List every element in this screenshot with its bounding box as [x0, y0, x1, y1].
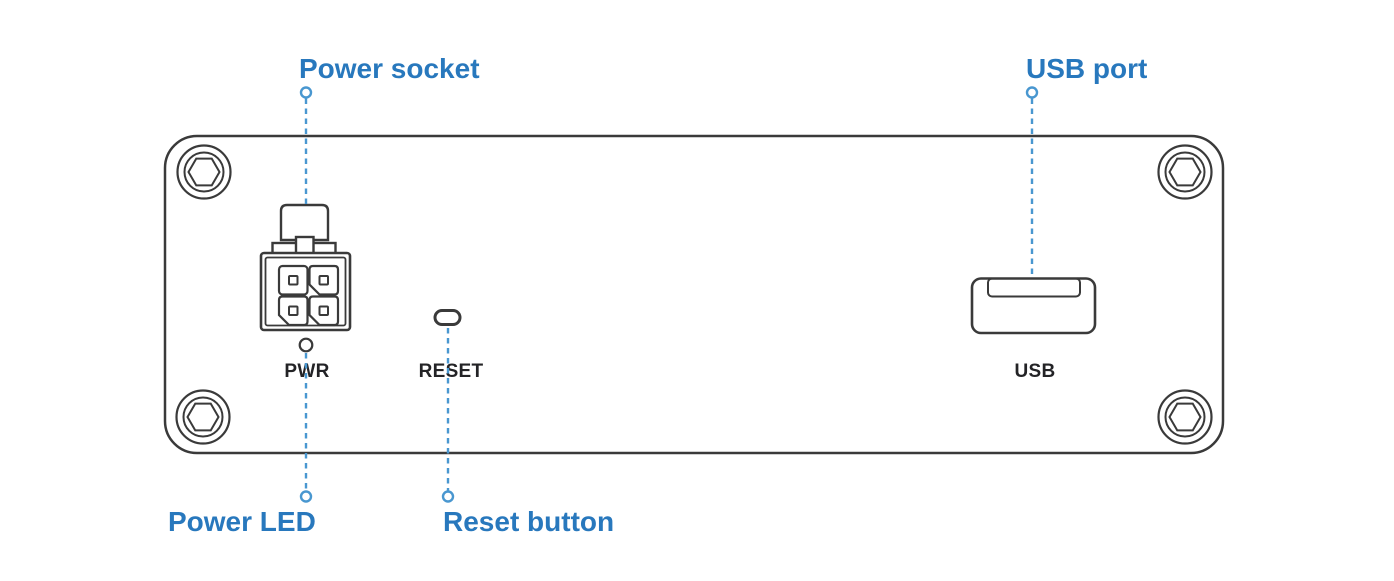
power-socket-connector-icon [259, 203, 352, 332]
pin-1 [288, 275, 299, 286]
usb-port-callout-label: USB port [1026, 53, 1148, 84]
usb-port-leader-dot [1025, 86, 1039, 99]
power-socket-callout-label: Power socket [299, 53, 480, 84]
pin-socket-3 [277, 295, 309, 327]
reset-button-callout-label: Reset button [443, 506, 615, 537]
pin-socket-4 [308, 295, 340, 327]
reset-button-leader-dot [441, 490, 455, 503]
power-socket-latch-neck [294, 235, 315, 256]
usb-panel-label: USB [1014, 361, 1056, 382]
power-led-leader-dot [299, 490, 313, 503]
pin-4 [318, 305, 329, 316]
pin-socket-2 [308, 264, 340, 296]
power-led-callout-label: Power LED [168, 506, 316, 537]
corner-screw-bottom-right-icon [1157, 389, 1213, 445]
power-socket-flange [271, 241, 337, 256]
corner-screw-top-left-icon [176, 144, 232, 200]
power-socket-body-inner [264, 256, 347, 327]
power-socket-latch-tab [279, 203, 330, 242]
usb-port-connector-icon [970, 277, 1097, 335]
pin-2 [318, 275, 329, 286]
power-socket-body [259, 251, 352, 332]
pin-socket-1 [277, 264, 309, 296]
pwr-panel-label: PWR [284, 361, 330, 382]
power-led-indicator-icon [298, 337, 314, 353]
enclosure-outline [163, 134, 1225, 455]
pin-3 [288, 305, 299, 316]
usb-port-tongue [987, 277, 1081, 298]
corner-screw-top-right-icon [1157, 144, 1213, 200]
reset-panel-label: RESET [418, 361, 484, 382]
usb-port-housing [970, 277, 1097, 335]
corner-screw-bottom-left-icon [175, 389, 231, 445]
power-socket-leader-dot [299, 86, 313, 99]
reset-pinhole-icon [433, 309, 462, 326]
